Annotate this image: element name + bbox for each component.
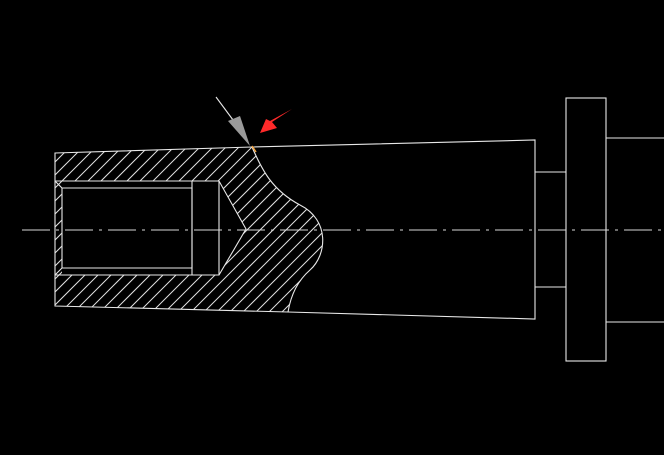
chamfer-top: [54, 180, 63, 189]
shaft-outline: [606, 137, 664, 323]
neck-outline: [535, 171, 566, 288]
tip-highlight: [251, 145, 257, 153]
hatch-line: [194, 147, 323, 312]
hatch-line: [207, 147, 323, 312]
hatch-line: [55, 147, 210, 312]
hatch-line: [233, 147, 323, 312]
chamfer-bottom: [54, 267, 63, 276]
section-boundary-curve: [251, 146, 324, 313]
bore-outline: [55, 180, 247, 276]
hatch-line: [181, 147, 323, 312]
hatch-line: [220, 147, 323, 312]
grey-leader-arrow-icon: [228, 116, 250, 146]
red-arrow-icon: [260, 109, 292, 133]
